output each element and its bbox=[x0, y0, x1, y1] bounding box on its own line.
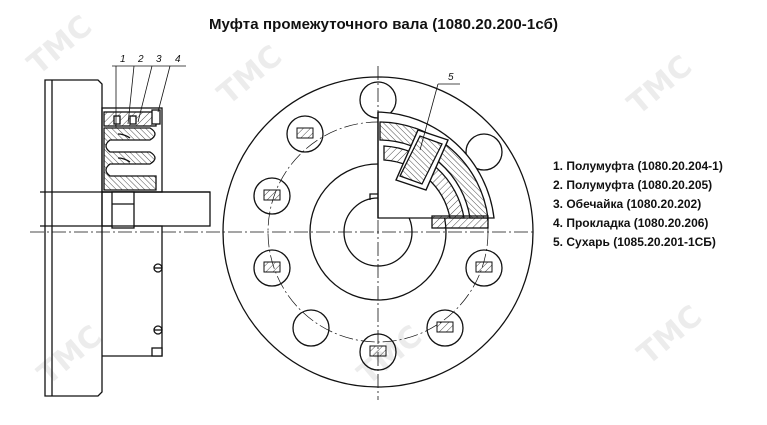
legend-item: 4. Прокладка (1080.20.206) bbox=[553, 216, 709, 230]
legend-item: 2. Полумуфта (1080.20.205) bbox=[553, 178, 713, 192]
legend-item: 3. Обечайка (1080.20.202) bbox=[553, 197, 702, 211]
callout-1: 1 bbox=[120, 54, 126, 65]
side-section-view bbox=[40, 79, 211, 397]
callout-3: 3 bbox=[156, 54, 162, 65]
callout-2: 2 bbox=[138, 54, 144, 65]
callout-leader-5 bbox=[419, 83, 460, 151]
legend-item: 5. Сухарь (1085.20.201-1СБ) bbox=[553, 235, 716, 249]
cutaway-section bbox=[377, 111, 495, 229]
callout-4: 4 bbox=[175, 54, 181, 65]
drawing-title: Муфта промежуточного вала (1080.20.200-1… bbox=[208, 16, 559, 33]
legend-item: 1. Полумуфта (1080.20.204-1) bbox=[553, 159, 723, 173]
callout-leaders-left bbox=[112, 65, 186, 128]
parts-legend: 1. Полумуфта (1080.20.204-1) 2. Полумуфт… bbox=[553, 157, 723, 252]
callout-5: 5 bbox=[448, 72, 454, 83]
